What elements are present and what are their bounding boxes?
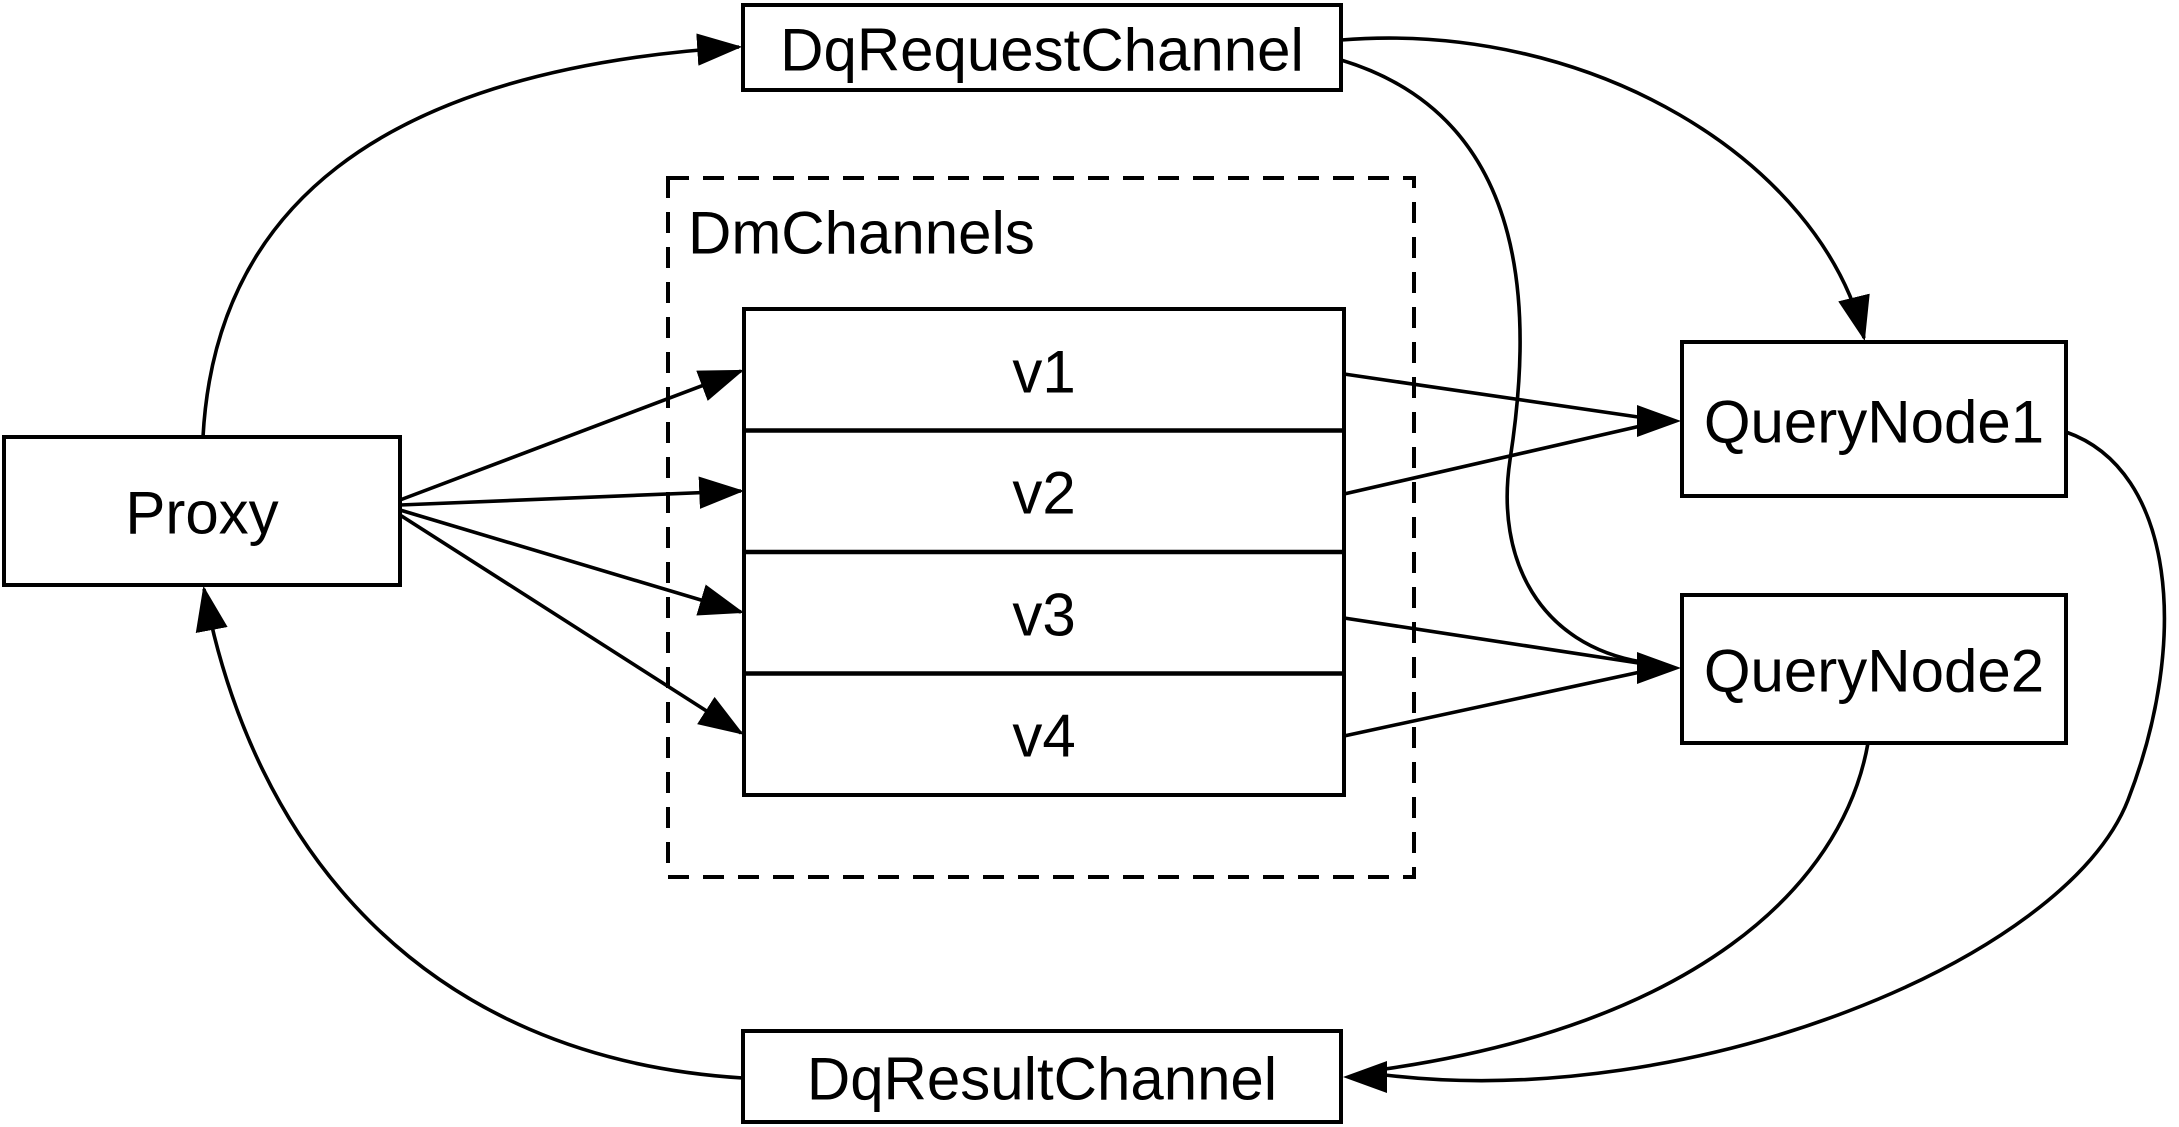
node-boxes — [2, 3, 2068, 1124]
query-node1-node-label: QueryNode1 — [1704, 389, 2044, 456]
arrowhead-into-query-node2 — [1637, 652, 1681, 684]
edge-proxy-to-dq-request-channel — [201, 33, 743, 438]
dq-request-channel-node-box — [741, 3, 1343, 92]
channel-row-v4-label: v4 — [1012, 703, 1075, 770]
query-node1-node-box — [1680, 340, 2068, 498]
edge-proxy-to-v3 — [399, 508, 745, 616]
dq-result-channel-node-box — [741, 1029, 1343, 1124]
edge-v4-to-query-node2 — [1343, 669, 1646, 738]
channel-row-v1-label: v1 — [1012, 339, 1075, 406]
query-node2-node-box — [1680, 593, 2068, 745]
arrowhead-into-query-node1 — [1637, 405, 1681, 437]
edges — [195, 33, 2167, 1093]
edge-v1-to-query-node1 — [1343, 372, 1646, 420]
channel-row-v3-label: v3 — [1012, 582, 1075, 649]
edge-query-node1-to-dq-result-channel — [1384, 430, 2167, 1083]
node-labels: Proxy DqRequestChannel DmChannels v1 v2 … — [125, 17, 2044, 1113]
edge-query-node2-to-dq-result-channel — [1384, 742, 1870, 1071]
dm-channels-group-box — [666, 176, 1416, 879]
edge-proxy-to-v2 — [399, 476, 745, 509]
dm-channels-group-label: DmChannels — [688, 200, 1035, 267]
edge-proxy-to-v1 — [399, 369, 745, 502]
dq-result-channel-node-label: DqResultChannel — [807, 1046, 1277, 1113]
edge-proxy-to-v4 — [399, 513, 744, 735]
edge-dq-result-channel-to-proxy — [195, 585, 744, 1080]
edge-v2-to-query-node1 — [1343, 423, 1646, 496]
dq-request-channel-node-label: DqRequestChannel — [780, 17, 1304, 84]
channel-row-v2-label: v2 — [1012, 460, 1075, 527]
arrowhead-into-dq-result-channel — [1343, 1061, 1387, 1093]
query-node2-node-label: QueryNode2 — [1704, 638, 2044, 705]
edge-dq-request-channel-to-query-node2 — [1340, 58, 1643, 664]
edge-dq-request-channel-to-query-node1 — [1340, 36, 1870, 342]
edge-v3-to-query-node2 — [1343, 616, 1646, 666]
proxy-node-box — [2, 435, 402, 587]
proxy-node-label: Proxy — [125, 480, 278, 547]
